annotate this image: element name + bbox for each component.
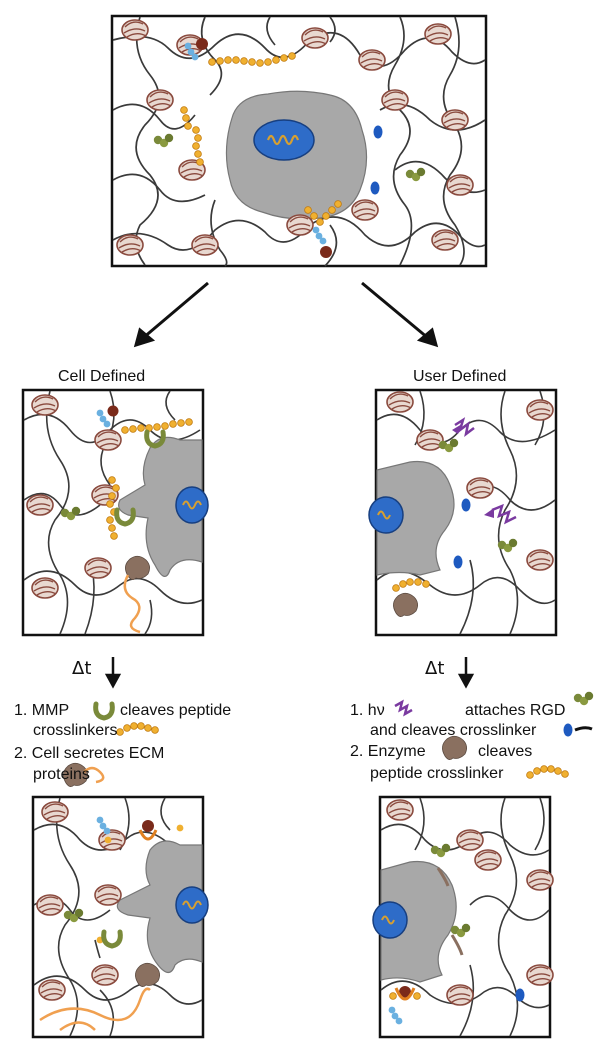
- cell-step-1c: crosslinkers: [33, 722, 118, 739]
- branch-arrows: [133, 281, 439, 348]
- cell-step-2a: 2. Cell secretes ECM: [14, 745, 165, 762]
- user-step-1a: 1. hν: [350, 702, 385, 719]
- nucleus: [368, 496, 404, 534]
- panel-user-defined-result: [372, 795, 554, 1039]
- cell-step-1a: 1. MMP: [14, 702, 70, 719]
- ligand-icon: [320, 246, 332, 258]
- user-step-1b: attaches RGD: [465, 702, 566, 719]
- delta-t-left: Δt: [72, 658, 92, 679]
- nucleus: [175, 886, 209, 924]
- cell-body: [118, 436, 203, 577]
- cell-body: [376, 460, 455, 576]
- peptide-crosslinker-icon: [526, 765, 569, 779]
- cell-step-1b: cleaves peptide: [120, 702, 232, 719]
- rgd-icon: [573, 691, 594, 706]
- photocleavable-icon: [563, 723, 573, 737]
- user-step-2b: cleaves: [478, 743, 533, 760]
- enzyme-icon: [393, 592, 419, 617]
- ecm-fiber: [123, 574, 141, 634]
- panel-cell-defined: [21, 388, 209, 637]
- ligand-icon: [196, 38, 208, 50]
- user-step-1c: and cleaves crosslinker: [370, 722, 537, 739]
- light-icon: [491, 503, 517, 525]
- light-icon: [454, 417, 475, 437]
- cell-body: [116, 840, 203, 974]
- ecm-protein-icon: [125, 555, 151, 580]
- delta-t-right: Δt: [425, 658, 445, 679]
- photocleavable-icon: [370, 181, 380, 195]
- time-arrows: [104, 657, 475, 689]
- user-step-2c: peptide crosslinker: [370, 765, 504, 782]
- user-step-2a: 2. Enzyme: [350, 743, 426, 760]
- photocleavable-icon: [373, 125, 383, 139]
- peptide-crosslinker-icon: [116, 722, 159, 736]
- nucleus: [372, 901, 408, 939]
- light-icon: [394, 699, 413, 717]
- panel-initial: [110, 14, 488, 268]
- cell-step-2b: proteins: [33, 766, 90, 783]
- cell-body: [380, 860, 457, 983]
- dna-icon: [266, 134, 300, 146]
- panel-cell-defined-result: [31, 795, 209, 1039]
- label-cell-defined: Cell Defined: [58, 368, 146, 385]
- nucleus: [175, 486, 209, 524]
- label-user-defined: User Defined: [413, 368, 507, 385]
- ecm-fiber: [39, 987, 151, 1032]
- panel-user-defined: [368, 388, 558, 637]
- mmp-icon: [96, 704, 113, 718]
- nucleus: [253, 119, 315, 161]
